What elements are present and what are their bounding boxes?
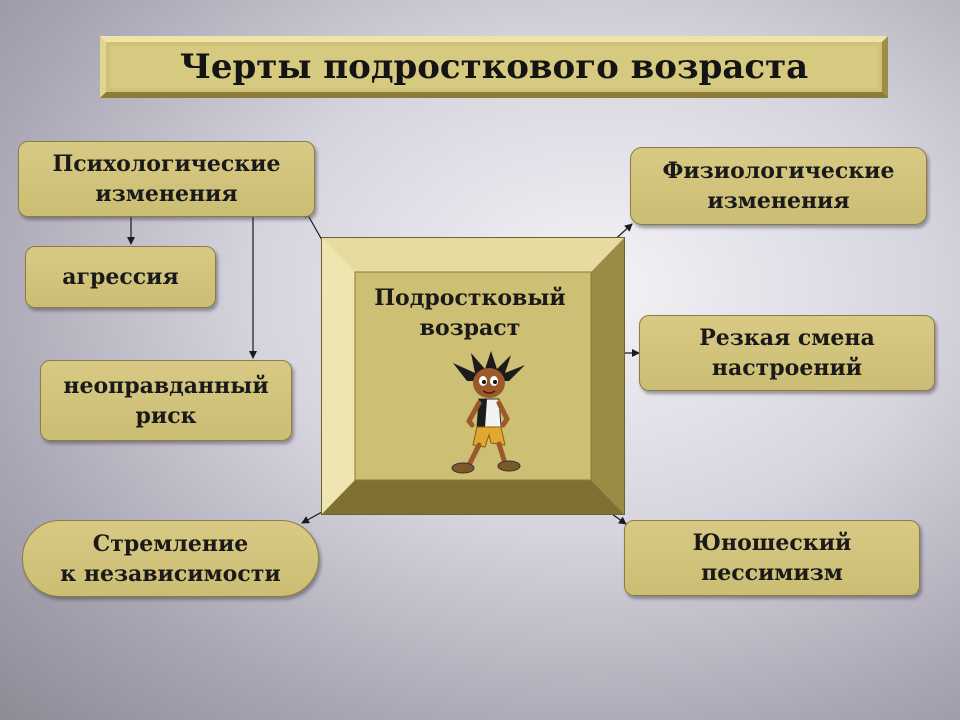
box-pessimism-line1: Юношеский [692,530,852,556]
box-sharp-mood-change: Резкая смена настроений [639,315,935,391]
box-mood-line2: настроений [711,355,863,381]
center-label: Подростковый возраст [355,283,585,343]
box-aggression: агрессия [25,246,216,308]
box-aggression-label: агрессия [62,264,179,290]
center-label-line1: Подростковый [374,285,566,311]
box-unjustified-risk: неоправданный риск [40,360,292,441]
page-title: Черты подросткового возраста [110,46,878,88]
box-psych-line2: изменения [95,181,238,207]
box-psych-line1: Психологические [52,151,281,177]
box-pessimism-line2: пессимизм [701,560,843,586]
cartoon-teenager-walking-icon [451,351,525,474]
center-label-line2: возраст [419,315,521,341]
box-risk-line1: неоправданный [63,372,269,399]
center-frame [321,237,625,515]
box-independence-line1: Стремление [92,530,249,557]
arrow-to-pessimism [611,513,627,525]
box-physio-line2: изменения [707,188,850,214]
box-youthful-pessimism: Юношеский пессимизм [624,520,920,596]
box-psychological-changes: Психологические изменения [18,141,315,217]
title-frame: Черты подросткового возраста [100,36,888,98]
arrow-to-independence [301,511,323,524]
box-physiological-changes: Физиологические изменения [630,147,927,225]
box-physio-line1: Физиологические [662,158,895,184]
box-risk-line2: риск [135,402,197,429]
box-independence-line2: к независимости [60,560,281,587]
box-mood-line1: Резкая смена [699,325,875,351]
box-striving-for-independence: Стремление к независимости [22,520,319,597]
